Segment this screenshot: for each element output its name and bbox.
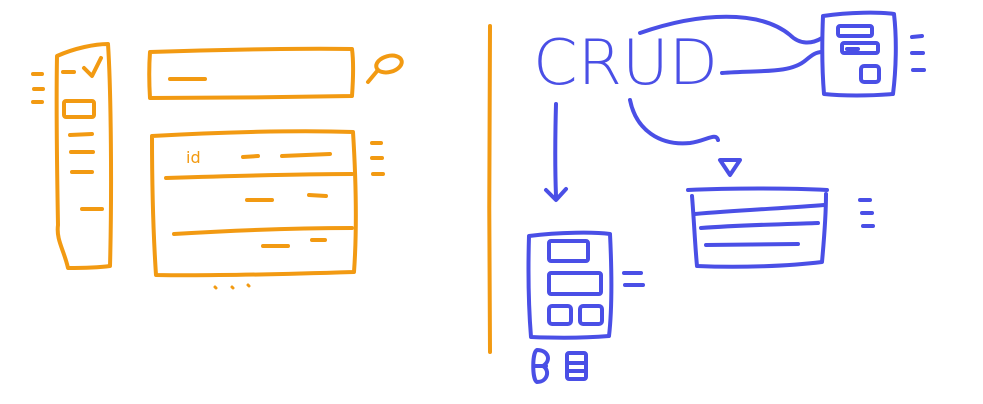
- ellipsis-icon: [213, 283, 251, 290]
- detail-side-marks: [622, 271, 645, 287]
- detail-field-1: [547, 239, 590, 263]
- table-panel: [150, 129, 358, 278]
- arrow-to-table-head: [718, 158, 742, 177]
- panel-divider: [487, 24, 492, 354]
- form-side-marks: [910, 34, 926, 72]
- crud-flow-sketch: [526, 10, 926, 384]
- detail-button-2: [578, 304, 604, 326]
- search-icon: [366, 53, 404, 84]
- detail-button-1: [547, 304, 573, 326]
- table-side-marks: [370, 141, 385, 176]
- crud-title: CRUD: [533, 26, 718, 99]
- sidebar-item-1: [68, 132, 94, 137]
- form-button-icon: [859, 64, 881, 84]
- table-header-label: id: [186, 148, 201, 167]
- arrow-to-table: [628, 98, 720, 146]
- layout-icon: [531, 348, 588, 384]
- table-card: [686, 186, 829, 192]
- sidebar-check-icon: [82, 56, 103, 78]
- form-field-1: [836, 24, 874, 38]
- table-header-divider: [164, 172, 354, 180]
- detail-field-2: [547, 271, 603, 296]
- sidebar-panel: [54, 42, 114, 270]
- table-row-divider: [172, 226, 354, 236]
- arrow-to-card-head: [544, 187, 568, 202]
- table-card-side-marks: [858, 198, 875, 228]
- table-card-row-2: [699, 221, 820, 230]
- connector-to-form: [638, 14, 824, 45]
- table-card-row-3: [704, 242, 800, 247]
- detail-card: [526, 230, 614, 340]
- table-card-row-1: [693, 203, 826, 216]
- form-card: [820, 10, 898, 98]
- list-ui-sketch: [31, 42, 404, 290]
- table-row-1-dash-2: [307, 193, 328, 198]
- table-header-dash-1: [241, 154, 260, 159]
- search-bar: [147, 46, 356, 100]
- arrow-to-card: [553, 102, 558, 198]
- table-card-body: [690, 192, 828, 269]
- connector-to-form-2: [720, 50, 824, 75]
- sidebar-active-item: [62, 99, 96, 119]
- form-field-2: [840, 41, 880, 55]
- table-header-dash-2: [280, 152, 332, 158]
- sidebar-side-marks: [31, 72, 45, 104]
